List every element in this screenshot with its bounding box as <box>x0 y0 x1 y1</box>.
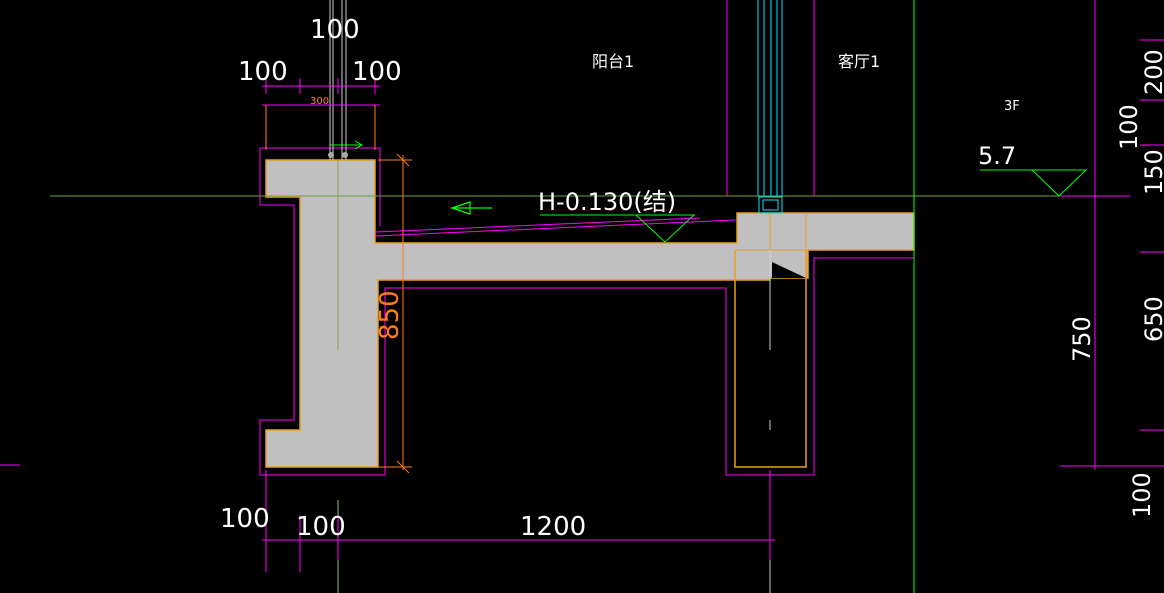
offset-line <box>259 148 914 476</box>
dim-top-100: 100 <box>310 15 360 45</box>
dim-tick <box>396 460 410 474</box>
window-sill <box>758 196 783 214</box>
floor-level-marker: 5.7 <box>978 142 1088 197</box>
dim-bottom-100-b: 100 <box>296 512 346 542</box>
dim-right-750: 750 <box>1068 316 1096 362</box>
offset-line <box>374 219 736 237</box>
offset-line <box>260 147 381 226</box>
room-label-balcony: 阳台1 <box>592 52 634 71</box>
rebar-dot <box>342 152 348 158</box>
rebar-dot <box>328 152 334 158</box>
rebar-marks <box>328 140 364 158</box>
dim-bottom-1200: 1200 <box>520 512 586 542</box>
right-dimension <box>1060 0 1164 470</box>
elevation-label: H-0.130(结) <box>538 188 676 216</box>
direction-arrow <box>450 201 492 215</box>
small-dim-300 <box>265 105 376 150</box>
rebar-mark <box>354 140 364 150</box>
elevation-triangle <box>634 214 696 243</box>
dim-850: 850 <box>375 290 405 340</box>
floor-label: 3F <box>1004 99 1020 114</box>
inner-wall-outline <box>734 250 807 468</box>
dim-right-bottom-100: 100 <box>1128 472 1156 518</box>
dim-small-300: 300 <box>310 96 329 107</box>
dim-top-left-100: 100 <box>238 57 288 87</box>
floor-level-label: 5.7 <box>978 142 1016 170</box>
arrow-head <box>450 201 471 215</box>
dim-tick <box>396 153 410 167</box>
dim-right-150: 150 <box>1140 149 1164 195</box>
elevation-marker: H-0.130(结) <box>538 188 696 243</box>
bottom-dimension <box>262 470 775 572</box>
axis-lines <box>50 0 1124 593</box>
dim-right-650: 650 <box>1140 296 1164 342</box>
offset-line <box>374 217 701 233</box>
dim-top-right-100: 100 <box>352 57 402 87</box>
dim-bottom-100-a: 100 <box>220 504 270 534</box>
room-label-living: 客厅1 <box>838 52 880 71</box>
top-dimension <box>262 78 380 106</box>
window-sill <box>762 199 779 211</box>
height-dimension <box>378 153 412 474</box>
window-frame <box>757 0 783 214</box>
dark-notch <box>772 262 806 278</box>
dim-right-200: 200 <box>1140 49 1164 95</box>
dim-right-100: 100 <box>1115 104 1143 150</box>
floor-level-triangle <box>1030 169 1088 197</box>
